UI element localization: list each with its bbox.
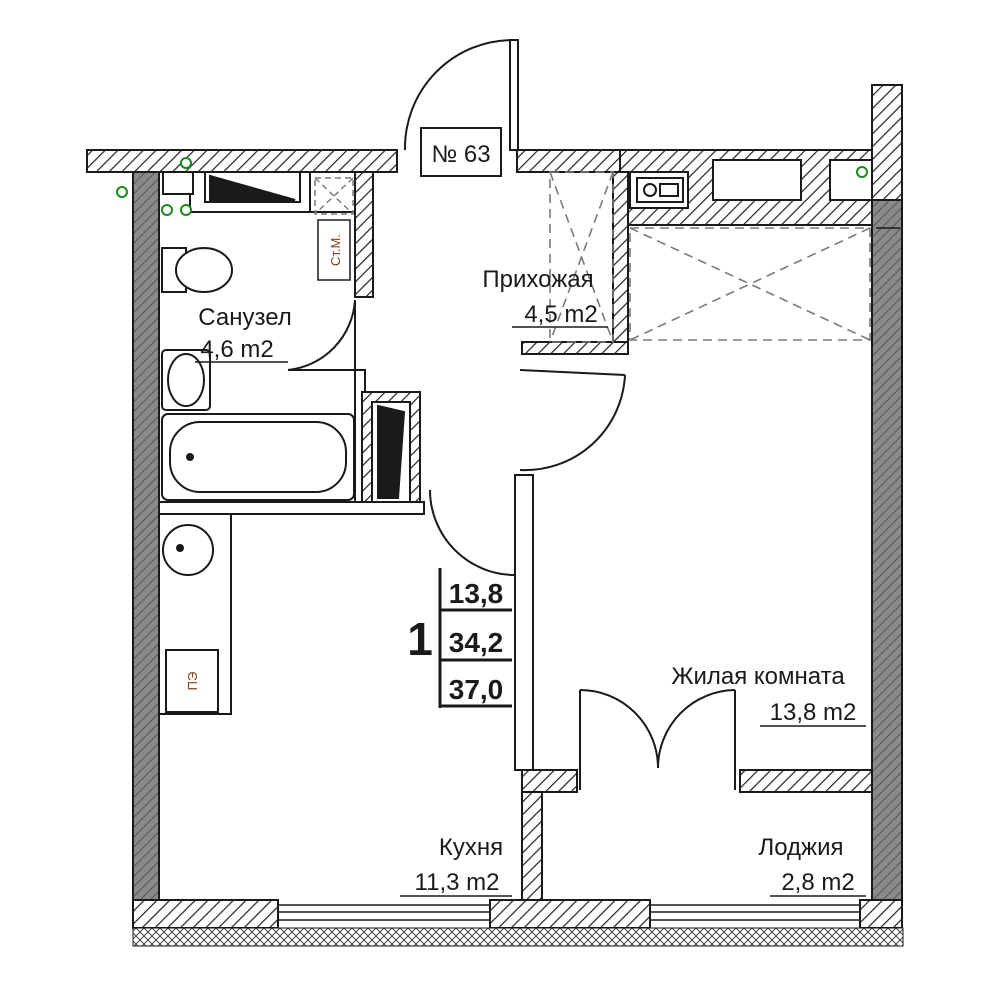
living-name: Жилая комната xyxy=(671,663,845,690)
bathroom-name: Санузел xyxy=(198,304,292,331)
ventilation-shaft xyxy=(314,177,354,215)
dashed-overhead xyxy=(549,171,871,343)
label-underlines xyxy=(195,326,866,897)
windows xyxy=(278,227,900,921)
stove-box xyxy=(165,649,219,713)
kitchen-name: Кухня xyxy=(439,834,503,861)
kitchen-area: 11,3 m2 xyxy=(415,869,500,896)
total-area-value: 34,2 xyxy=(449,627,504,658)
hallway-area: 4,5 m2 xyxy=(524,301,597,328)
loggia-area: 2,8 m2 xyxy=(781,869,854,896)
doors xyxy=(287,39,736,790)
loggia-name: Лоджия xyxy=(758,834,843,861)
apartment-number: № 63 xyxy=(431,141,490,168)
hallway-name: Прихожая xyxy=(482,266,593,293)
riser-box xyxy=(317,219,351,281)
bath-fixtures xyxy=(161,171,406,501)
bathroom-area: 4,6 m2 xyxy=(200,336,273,363)
living-area: 13,8 m2 xyxy=(770,699,857,726)
apartment-number-box xyxy=(420,127,502,177)
loggia-area-value: 37,0 xyxy=(449,674,504,705)
living-area-value: 13,8 xyxy=(449,578,504,609)
stove-label: ПЭ xyxy=(185,672,200,691)
facade-strip xyxy=(132,927,904,947)
kitchen-fixtures xyxy=(158,177,684,715)
sink xyxy=(162,524,214,576)
rooms-count: 1 xyxy=(407,613,433,665)
interior-walls xyxy=(158,149,873,901)
area-summary xyxy=(438,568,512,708)
outlets xyxy=(116,157,868,216)
riser-label: Ст.М. xyxy=(328,234,343,266)
